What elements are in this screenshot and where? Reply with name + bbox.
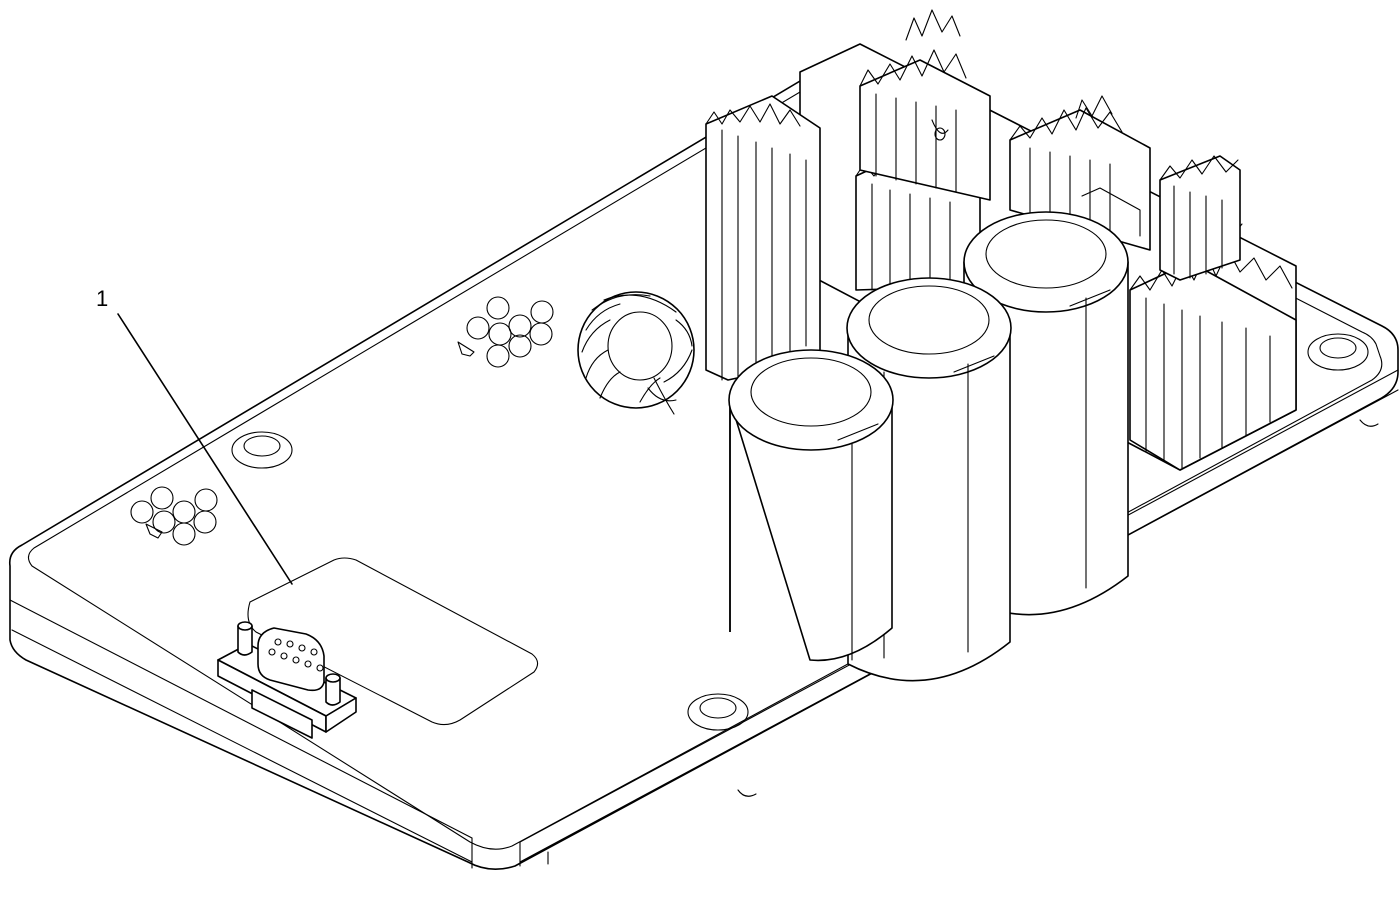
serial-connector-9pin bbox=[217, 621, 357, 739]
callout-label-1: 1 bbox=[96, 286, 108, 311]
vent-holes-lower bbox=[130, 486, 218, 546]
callout-1: 1 bbox=[96, 286, 293, 585]
mounting-hole-left bbox=[231, 431, 293, 469]
toroid-inductor bbox=[577, 291, 695, 415]
leader-line-1 bbox=[117, 313, 293, 585]
mounting-hole-right bbox=[1307, 333, 1369, 371]
vent-holes-upper bbox=[457, 296, 554, 368]
capacitor-front bbox=[728, 349, 894, 662]
mounting-hole-bottom bbox=[687, 693, 749, 731]
